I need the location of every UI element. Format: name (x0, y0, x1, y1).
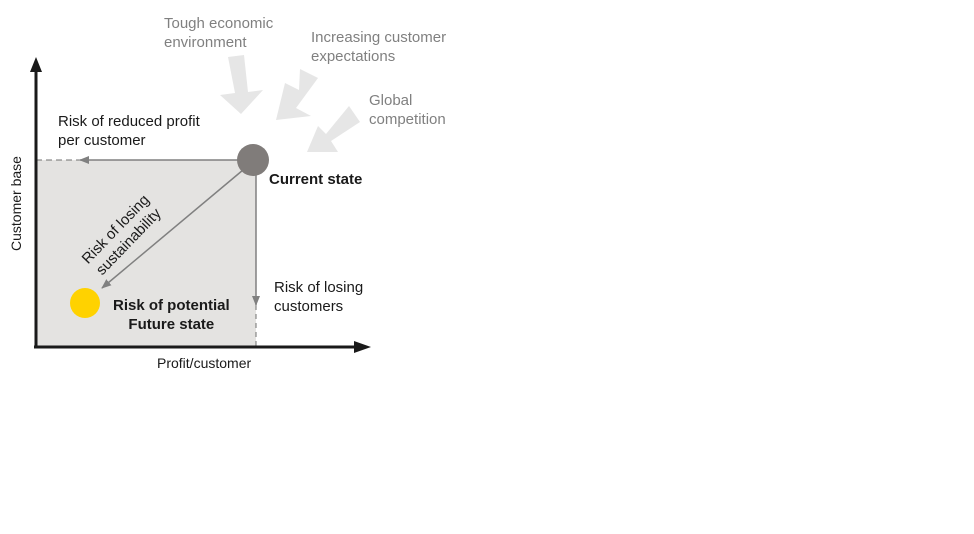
current-state-dot (237, 144, 269, 176)
y-axis-arrowhead (30, 57, 42, 72)
label-reduced-profit: Risk of reduced profit per customer (58, 113, 200, 149)
x-axis-label: Profit/customer (157, 355, 252, 371)
future-state-dot (70, 288, 100, 318)
label-current-state: Current state (269, 171, 363, 188)
arrow-losing-sustainability (101, 169, 244, 289)
pressure-label-competition: Global competition (369, 92, 446, 128)
x-axis-arrowhead (354, 341, 371, 353)
y-axis-label: Customer base (8, 156, 24, 251)
pressure-arrow-expectations (276, 69, 318, 120)
pressure-label-economic: Tough economic environment (164, 15, 274, 51)
pressure-label-expectations: Increasing customer expectations (311, 29, 447, 65)
pressure-arrow-economic (220, 55, 263, 114)
label-potential-future-state: Risk of potential Future state (113, 297, 230, 333)
label-losing-customers: Risk of losing customers (274, 279, 364, 315)
pressure-arrow-competition (307, 106, 360, 152)
shaded-risk-area (36, 160, 256, 347)
